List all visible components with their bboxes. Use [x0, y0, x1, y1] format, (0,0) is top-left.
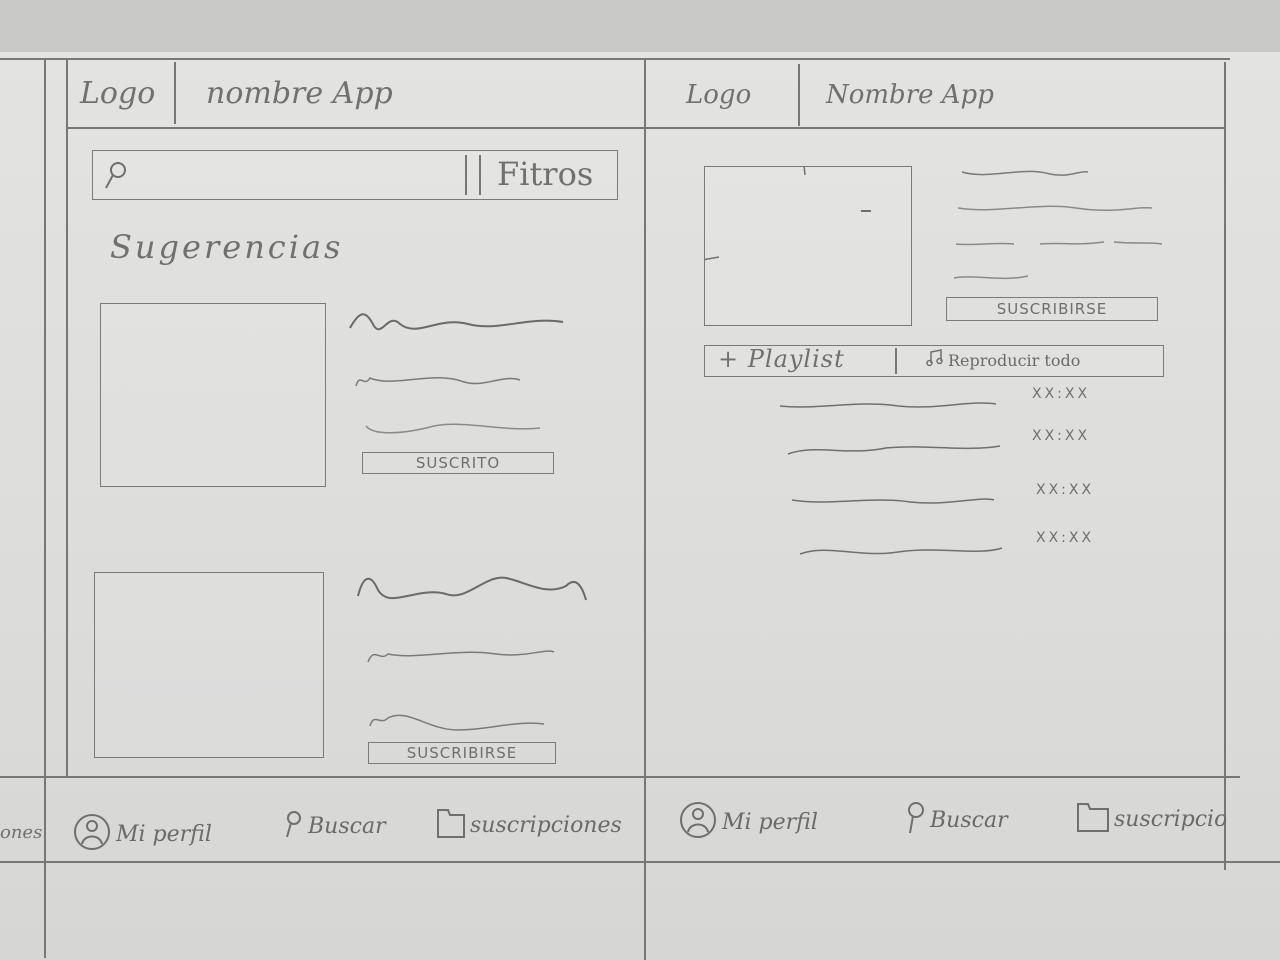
track-1-duration: XX:XX: [1032, 386, 1091, 402]
edge-left-label: ones: [0, 822, 43, 843]
action-bar-divider: [895, 348, 897, 374]
folder-icon: [436, 806, 466, 844]
right-nav-search-label: Buscar: [930, 807, 1008, 833]
footer-bottom-line: [0, 861, 1280, 863]
card-2-subtitle-line: [367, 650, 555, 663]
footer-top-line: [0, 776, 1240, 778]
left-nav-profile-label: Mi perfil: [116, 821, 212, 847]
right-nav-search[interactable]: Buscar: [904, 800, 1008, 840]
frame-right-border: [1224, 62, 1226, 870]
channel-title-line: [961, 170, 1089, 176]
card-1-subtitle-line: [355, 376, 521, 387]
left-logo: Logo: [80, 76, 156, 111]
track-4-duration: XX:XX: [1036, 530, 1095, 546]
channel-image-marks: [705, 167, 871, 261]
search-filter-divider-2: [479, 155, 481, 195]
search-icon: [282, 808, 304, 844]
left-app-name: nombre App: [206, 76, 393, 111]
track-1-title-line: [779, 402, 997, 408]
card-2-meta-line: [369, 714, 545, 731]
left-header-separator: [174, 62, 176, 124]
track-4-title-line: [799, 547, 1003, 555]
left-nav-subscriptions-label: suscripciones: [470, 812, 622, 838]
search-icon: [103, 159, 129, 195]
add-playlist-button[interactable]: + Playlist: [718, 345, 845, 373]
card-1-thumbnail[interactable]: [100, 303, 326, 487]
card-1-title-line: [349, 313, 564, 331]
track-3-duration: XX:XX: [1036, 482, 1095, 498]
search-filter-divider: [465, 155, 467, 195]
left-nav-search[interactable]: Buscar: [282, 808, 386, 844]
section-title: Sugerencias: [110, 228, 344, 266]
frame-left-border: [66, 58, 68, 778]
card-2-subscribe-button[interactable]: SUSCRIBIRSE: [368, 742, 556, 764]
search-icon: [904, 800, 926, 840]
right-nav-profile[interactable]: Mi perfil: [678, 800, 818, 844]
music-icon: [926, 349, 944, 371]
track-2-duration: XX:XX: [1032, 428, 1091, 444]
right-nav-subscriptions-label: suscripciones: [1114, 806, 1226, 832]
card-1-meta-line: [365, 423, 541, 434]
play-all-label: Reproducir todo: [948, 350, 1081, 370]
channel-line-3: [955, 241, 1163, 246]
right-app-name: Nombre App: [826, 80, 994, 110]
search-bar[interactable]: Fitros: [92, 150, 618, 200]
channel-image[interactable]: [704, 166, 912, 326]
card-2-thumbnail[interactable]: [94, 572, 324, 758]
frame-divider: [644, 58, 646, 960]
channel-line-2: [957, 205, 1153, 211]
sketch-paper: [0, 52, 1280, 960]
folder-icon: [1076, 800, 1110, 838]
left-nav-profile[interactable]: Mi perfil: [72, 812, 212, 856]
right-subscribe-button[interactable]: SUSCRIBIRSE: [946, 297, 1158, 321]
frame-top-line: [0, 58, 1230, 60]
right-nav-profile-label: Mi perfil: [722, 809, 818, 835]
track-3-title-line: [791, 498, 995, 504]
play-all-button[interactable]: Reproducir todo: [926, 349, 1080, 371]
card-2-title-line: [357, 576, 587, 601]
user-icon: [678, 800, 718, 844]
filter-button[interactable]: Fitros: [497, 155, 594, 193]
track-2-title-line: [787, 445, 1001, 455]
channel-line-4: [953, 275, 1029, 280]
user-icon: [72, 812, 112, 856]
left-nav-subscriptions[interactable]: suscripciones: [436, 806, 622, 844]
left-nav-search-label: Buscar: [308, 813, 386, 839]
right-logo: Logo: [686, 80, 752, 110]
frame-left-edge-line: [44, 58, 46, 958]
card-1-subscribed-button[interactable]: SUSCRITO: [362, 452, 554, 474]
action-bar: [704, 345, 1164, 377]
right-nav-subscriptions[interactable]: suscripciones: [1076, 800, 1226, 838]
right-header-separator: [798, 64, 800, 126]
header-bottom-line: [66, 127, 1226, 129]
